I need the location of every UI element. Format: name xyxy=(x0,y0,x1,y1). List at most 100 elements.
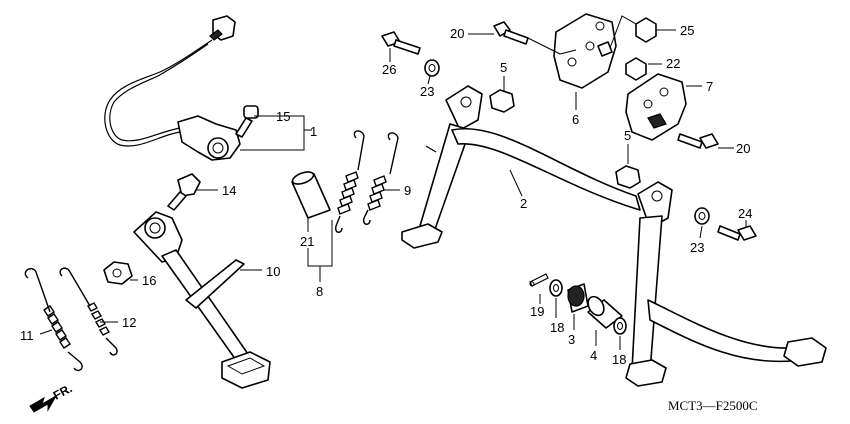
spring-12-hook-top xyxy=(59,267,91,307)
callout-4: 4 xyxy=(590,348,597,363)
nut-16-hole xyxy=(112,268,122,278)
bolt-24-shank xyxy=(717,225,741,241)
side-stand-pivot-boss xyxy=(144,217,166,239)
callout-8: 8 xyxy=(316,284,323,299)
bracket-7-hole-2 xyxy=(659,87,669,97)
bolt-26-shank xyxy=(393,39,421,55)
bracket-7-plate xyxy=(625,73,687,141)
spring-11-hook-top xyxy=(24,268,51,313)
front-direction-arrow: FR. xyxy=(29,381,74,413)
spring-11-hook-bottom xyxy=(67,351,83,372)
nut-5-lower xyxy=(615,165,641,189)
main-stand-pin xyxy=(425,145,437,153)
bracket-6 xyxy=(553,13,617,89)
callout-numbers: 1 2 3 4 5 5 6 7 8 9 10 11 12 14 15 16 18… xyxy=(20,23,752,367)
bracket-7 xyxy=(625,73,687,141)
callout-1: 1 xyxy=(310,124,317,139)
main-stand-lever-pedal xyxy=(783,337,827,367)
bolt-20-lower-shank xyxy=(677,133,703,149)
washer-18-right-ring xyxy=(613,317,627,335)
callout-18-right: 18 xyxy=(612,352,626,367)
bracket-6-hole-1 xyxy=(567,57,577,67)
main-stand-lever-arm xyxy=(647,299,801,363)
switch-plunger-inner xyxy=(212,142,224,154)
cotter-pin-19-eye xyxy=(529,281,535,287)
spring-11-coils xyxy=(43,305,71,349)
washer-18-right-hole xyxy=(617,322,623,330)
leader-2 xyxy=(509,169,523,197)
washer-23-right-ring xyxy=(694,207,710,225)
side-stand-foot-pad xyxy=(226,357,266,375)
callout-6: 6 xyxy=(572,112,579,127)
washer-23-right xyxy=(694,207,710,225)
spring-12 xyxy=(59,267,118,356)
callout-20-upper: 20 xyxy=(450,26,464,41)
bolt-20-upper-shank xyxy=(503,29,529,45)
spring-9b-hook-top xyxy=(387,132,399,175)
cotter-pin-19-body xyxy=(529,273,549,287)
callout-2: 2 xyxy=(520,196,527,211)
leader-11 xyxy=(39,329,53,335)
callout-5-lower: 5 xyxy=(624,128,631,143)
collar-4 xyxy=(587,295,623,329)
spring-12-coils xyxy=(87,302,110,336)
leader-25-bracket xyxy=(609,15,637,49)
bolt-24-head xyxy=(737,225,757,241)
nut-25 xyxy=(635,17,657,43)
leader-6-to-bolt xyxy=(527,37,577,55)
nut-22-body xyxy=(625,57,647,81)
callout-10: 10 xyxy=(266,264,280,279)
bolt-24 xyxy=(717,225,757,241)
bracket-6-tab xyxy=(597,41,613,57)
washer-23-left-hole xyxy=(428,64,436,72)
callout-18-left: 18 xyxy=(550,320,564,335)
bolt-15-shank xyxy=(235,117,253,138)
spring-9a-hook-bottom xyxy=(334,215,343,233)
side-stand xyxy=(133,211,271,389)
side-stand-foot xyxy=(221,351,271,389)
callout-22: 22 xyxy=(666,56,680,71)
bolt-14 xyxy=(167,173,201,211)
switch-wire-outline xyxy=(109,43,209,142)
collar-4-end xyxy=(587,295,605,317)
nut-5-lower-body xyxy=(615,165,641,189)
nut-5-upper xyxy=(489,89,515,113)
callout-5-upper: 5 xyxy=(500,60,507,75)
side-stand-switch-assembly xyxy=(104,15,241,161)
washer-23-left-ring xyxy=(424,59,440,77)
spring-9a-coils xyxy=(337,171,359,215)
callout-19: 19 xyxy=(530,304,544,319)
bolt-14-shank xyxy=(167,191,187,211)
spring-9b-hook-bottom xyxy=(362,209,371,225)
nut-5-upper-body xyxy=(489,89,515,113)
bolt-20-lower xyxy=(677,133,719,149)
spring-11 xyxy=(24,268,83,372)
callout-23-left: 23 xyxy=(420,84,434,99)
leader-23-right xyxy=(699,225,703,239)
main-stand-right-pivot-hole xyxy=(651,190,663,202)
bracket-6-hole-3 xyxy=(595,21,605,31)
main-stand-right-leg xyxy=(631,215,663,373)
callout-20-lower: 20 xyxy=(736,141,750,156)
main-stand-right-foot xyxy=(625,359,667,387)
switch-plunger xyxy=(207,137,229,159)
callout-25: 25 xyxy=(680,23,694,38)
collar-21-end xyxy=(291,171,315,185)
bracket-7-tab xyxy=(647,113,667,129)
callout-11: 11 xyxy=(20,328,34,343)
callout-7: 7 xyxy=(706,79,713,94)
bracket-6-plate xyxy=(553,13,617,89)
leader-1-bracket xyxy=(240,115,305,151)
callout-14: 14 xyxy=(222,183,236,198)
connector-boot xyxy=(209,29,223,41)
washer-18-left-ring xyxy=(549,279,563,297)
callout-3: 3 xyxy=(568,332,575,347)
bolt-20-upper xyxy=(493,21,529,45)
spring-set-9 xyxy=(334,130,399,233)
callout-12: 12 xyxy=(122,315,136,330)
main-stand-left-foot xyxy=(401,223,443,249)
arrow-icon xyxy=(29,394,58,413)
washer-18-left xyxy=(549,279,563,297)
leader-23-left xyxy=(427,75,431,85)
